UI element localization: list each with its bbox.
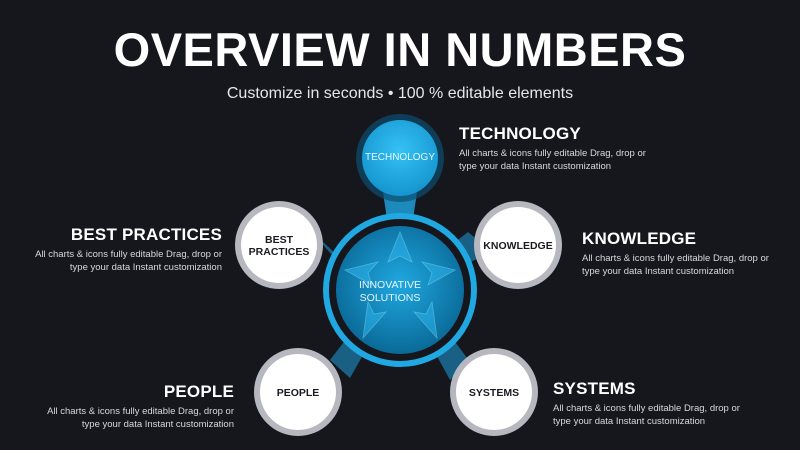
block-technology: TECHNOLOGY All charts & icons fully edit… bbox=[459, 124, 659, 173]
node-systems bbox=[450, 348, 538, 436]
block-systems-text: All charts & icons fully editable Drag, … bbox=[553, 403, 740, 427]
block-knowledge-heading: KNOWLEDGE bbox=[582, 229, 697, 248]
block-technology-text: All charts & icons fully editable Drag, … bbox=[459, 148, 646, 172]
block-best-practices: BEST PRACTICES All charts & icons fully … bbox=[22, 225, 222, 274]
node-knowledge bbox=[474, 201, 562, 289]
node-technology-label: TECHNOLOGY bbox=[364, 152, 435, 163]
block-people-text: All charts & icons fully editable Drag, … bbox=[47, 406, 234, 430]
node-systems-label: SYSTEMS bbox=[468, 387, 520, 399]
node-best-practices bbox=[235, 201, 323, 289]
page-subtitle: Customize in seconds • 100 % editable el… bbox=[226, 85, 574, 102]
block-people: PEOPLE All charts & icons fully editable… bbox=[34, 382, 234, 431]
node-knowledge-label: KNOWLEDGE bbox=[483, 240, 553, 252]
block-systems-heading: SYSTEMS bbox=[553, 379, 636, 398]
node-technology bbox=[356, 114, 444, 202]
page-title: OVERVIEW IN NUMBERS bbox=[113, 23, 687, 76]
center-hub-label: INNOVATIVE SOLUTIONS bbox=[358, 279, 422, 304]
node-people bbox=[254, 348, 342, 436]
block-knowledge: KNOWLEDGE All charts & icons fully edita… bbox=[582, 229, 782, 278]
block-systems: SYSTEMS All charts & icons fully editabl… bbox=[553, 379, 753, 428]
block-people-heading: PEOPLE bbox=[163, 382, 234, 401]
block-knowledge-text: All charts & icons fully editable Drag, … bbox=[582, 253, 769, 277]
block-best-practices-heading: BEST PRACTICES bbox=[70, 225, 222, 244]
block-technology-heading: TECHNOLOGY bbox=[459, 124, 581, 143]
block-best-practices-text: All charts & icons fully editable Drag, … bbox=[35, 249, 222, 273]
center-hub bbox=[323, 213, 477, 367]
node-people-label: PEOPLE bbox=[276, 387, 320, 399]
node-best-practices-label: BEST PRACTICES bbox=[248, 234, 310, 258]
